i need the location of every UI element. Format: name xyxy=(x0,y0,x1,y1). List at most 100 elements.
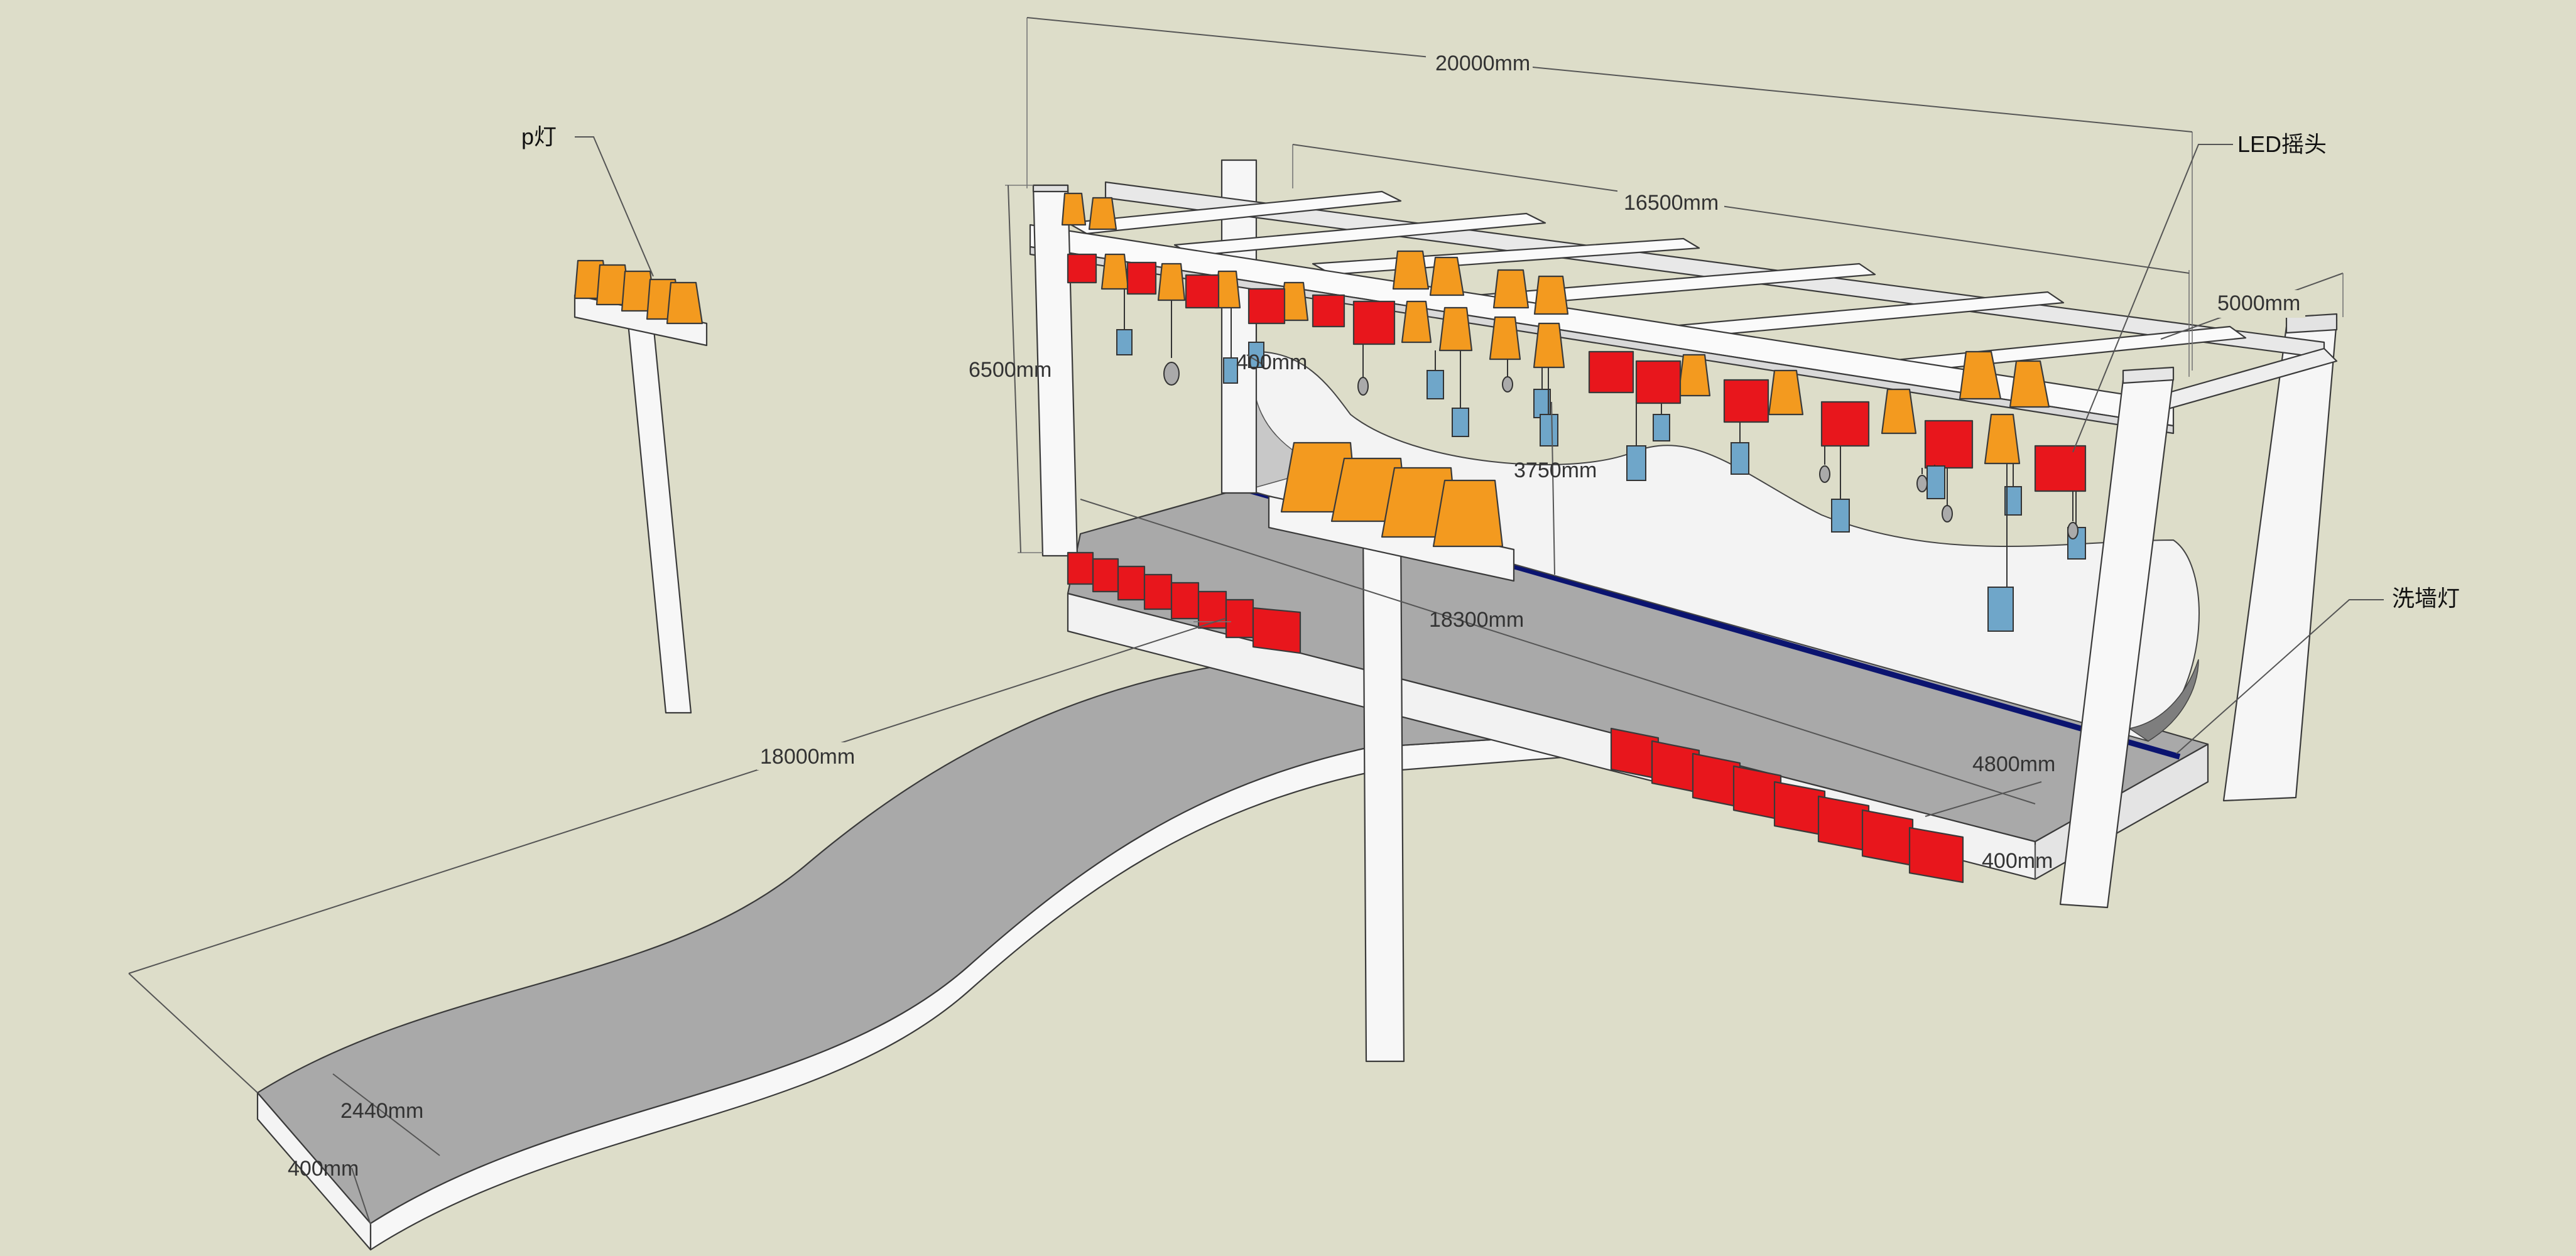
lantern xyxy=(1533,389,1551,418)
led-moving-head xyxy=(1247,288,1286,325)
label-runway-length: 18000mm xyxy=(760,745,855,769)
led-moving-head xyxy=(1252,607,1302,654)
led-moving-head xyxy=(1225,598,1254,639)
lantern xyxy=(1831,499,1850,533)
led-moving-head xyxy=(1820,401,1870,447)
wall-washer-leader xyxy=(2176,599,2384,754)
par-lights-on-beam xyxy=(1061,192,2050,465)
led-moving-head xyxy=(1117,565,1146,601)
dim-screen-height xyxy=(1551,401,1555,575)
dim-truss-width xyxy=(1292,144,2190,274)
par-light xyxy=(1438,306,1473,352)
led-moving-head xyxy=(1610,727,1660,780)
led-moving-head xyxy=(1635,360,1682,404)
front-left-post-cap xyxy=(1032,184,1069,193)
led-moving-head xyxy=(1732,765,1782,821)
label-height: 6500mm xyxy=(969,358,1052,382)
bulb xyxy=(1163,362,1180,386)
led-moving-head xyxy=(1817,795,1870,852)
dim-stage-length xyxy=(1080,499,2036,804)
lantern xyxy=(1653,414,1670,441)
par-light xyxy=(1677,354,1711,397)
par-light xyxy=(1881,388,1917,435)
lantern xyxy=(1626,445,1646,481)
dimension-labels: 20000mm 16500mm 5000mm 6500mm 400mm 3750… xyxy=(288,49,2305,1181)
bulb xyxy=(1916,475,1928,492)
bulb xyxy=(1502,376,1513,392)
par-light xyxy=(666,281,704,325)
rear-right-post-cap xyxy=(2285,313,2338,334)
par-light xyxy=(1533,322,1565,369)
roof-joist-1 xyxy=(1067,190,1402,235)
label-screen-height: 3750mm xyxy=(1514,458,1597,482)
label-truss-width: 16500mm xyxy=(1624,191,1719,215)
par-light xyxy=(1959,350,2002,400)
led-moving-head xyxy=(1143,573,1173,610)
front-right-post-cap xyxy=(2122,366,2175,384)
par-light xyxy=(1088,197,1117,230)
par-light xyxy=(1768,369,1804,416)
left-t-post xyxy=(573,259,708,714)
dim-runway-length xyxy=(128,618,1226,974)
label-total-width: 20000mm xyxy=(1435,51,1530,75)
dim-stage-depth xyxy=(1925,781,2042,817)
label-depth: 5000mm xyxy=(2217,291,2300,315)
par-light xyxy=(1492,269,1530,309)
led-moving-head xyxy=(1092,558,1119,593)
led-moving-head xyxy=(1067,253,1097,284)
lantern xyxy=(1927,465,1945,499)
par-light xyxy=(1392,250,1430,290)
dim-total-width xyxy=(1026,17,2193,133)
label-small: 400mm xyxy=(1236,350,1307,374)
par-light xyxy=(1101,253,1129,290)
led-moving-head-leader xyxy=(2072,144,2233,453)
led-moving-head xyxy=(1352,300,1396,345)
lantern xyxy=(1452,408,1469,437)
callout-led-moving-head: LED摇头 xyxy=(2237,131,2327,157)
front-beam-underside xyxy=(1029,246,2175,435)
par-light-leader xyxy=(575,136,654,277)
led-moving-head xyxy=(1861,809,1914,867)
led-moving-head xyxy=(1067,551,1094,585)
par-light xyxy=(2009,360,2050,408)
label-stage-height: 400mm xyxy=(1982,849,2053,873)
par-light xyxy=(1984,413,2021,465)
led-moving-head xyxy=(1185,274,1220,309)
lantern xyxy=(1731,442,1749,475)
led-moving-head xyxy=(1651,740,1700,794)
led-moving-head xyxy=(1723,379,1769,423)
dimension-lines xyxy=(128,17,2344,1225)
dim-runway-width xyxy=(332,1073,440,1156)
led-moving-head xyxy=(1692,752,1741,808)
led-moving-head xyxy=(2034,445,2087,492)
bulb xyxy=(1357,377,1369,396)
screen-right-curl xyxy=(2128,659,2199,742)
par-light xyxy=(1489,316,1521,360)
par-light xyxy=(1157,263,1186,301)
led-moving-head xyxy=(1170,582,1200,620)
callout-labels: p灯 LED摇头 洗墙灯 xyxy=(521,124,2460,611)
led-moving-head xyxy=(1908,826,1964,884)
floor-led-moving-heads-left xyxy=(1067,551,1302,654)
runway xyxy=(256,652,1572,1251)
dim-height xyxy=(1008,185,1021,553)
center-post xyxy=(1362,520,1405,1063)
lantern xyxy=(1427,370,1444,399)
label-stage-depth: 4800mm xyxy=(1972,752,2055,776)
par-light xyxy=(1429,256,1465,296)
callout-wall-washer: 洗墙灯 xyxy=(2392,585,2460,611)
bulb xyxy=(1819,465,1830,483)
callout-par-light: p灯 xyxy=(521,124,557,149)
label-runway-height: 400mm xyxy=(288,1157,359,1181)
lantern xyxy=(1987,587,2014,632)
par-light xyxy=(1401,300,1432,344)
callout-leaders xyxy=(575,136,2384,754)
truss-frame xyxy=(1029,159,2338,909)
lantern xyxy=(2004,486,2022,516)
led-moving-head xyxy=(1312,294,1345,328)
led-moving-head xyxy=(1924,420,1974,469)
lantern xyxy=(1223,357,1238,384)
floor-led-moving-heads-right xyxy=(1610,727,1964,884)
label-runway-width: 2440mm xyxy=(340,1099,423,1123)
